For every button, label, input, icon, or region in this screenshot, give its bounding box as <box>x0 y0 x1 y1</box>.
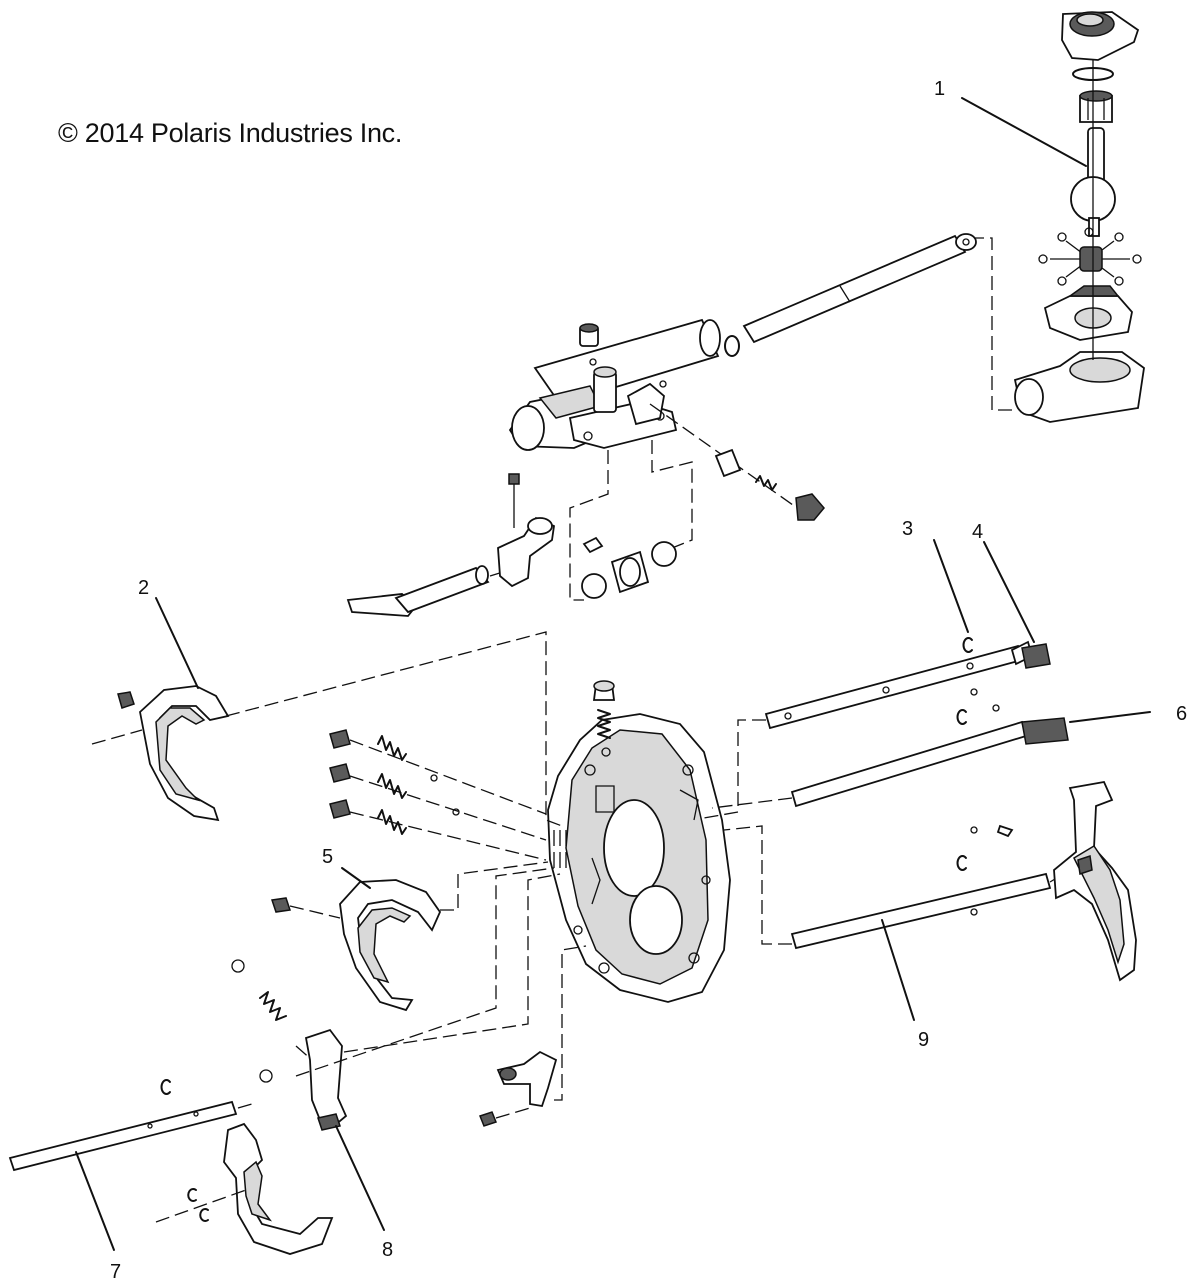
callout-6: 6 <box>1176 703 1187 725</box>
gear-housing-plate <box>547 713 731 1003</box>
callout-9: 9 <box>918 1029 929 1051</box>
callout-7: 7 <box>110 1261 121 1282</box>
shift-rod-middle <box>790 709 1069 808</box>
callout-1: 1 <box>934 78 945 100</box>
spring-ball-sets <box>329 729 460 835</box>
detent-ball-ring <box>1038 227 1142 286</box>
sleeve-bushings <box>581 536 677 599</box>
callout-4: 4 <box>972 521 983 543</box>
shifter-knob-assembly <box>1013 11 1145 423</box>
callout-8: 8 <box>382 1239 393 1261</box>
shift-fork-right <box>996 780 1137 982</box>
shift-rod-lower <box>790 855 1052 950</box>
shift-rod-upper <box>764 637 1051 730</box>
shift-rod-housing <box>508 233 977 451</box>
detent-plunger-set <box>649 403 825 521</box>
shift-fork-2 <box>117 685 230 822</box>
callout-3: 3 <box>902 518 913 540</box>
shift-rod-7 <box>8 1079 238 1172</box>
shift-fork-5 <box>271 879 442 1012</box>
callout-2: 2 <box>138 577 149 599</box>
shift-lever-arm <box>346 473 555 617</box>
plunger-spring-top <box>592 680 616 757</box>
small-interlock-lever <box>479 1050 558 1127</box>
shift-fork-8 <box>223 1028 348 1255</box>
callout-5: 5 <box>322 846 333 868</box>
copyright-notice: © 2014 Polaris Industries Inc. <box>58 118 403 148</box>
